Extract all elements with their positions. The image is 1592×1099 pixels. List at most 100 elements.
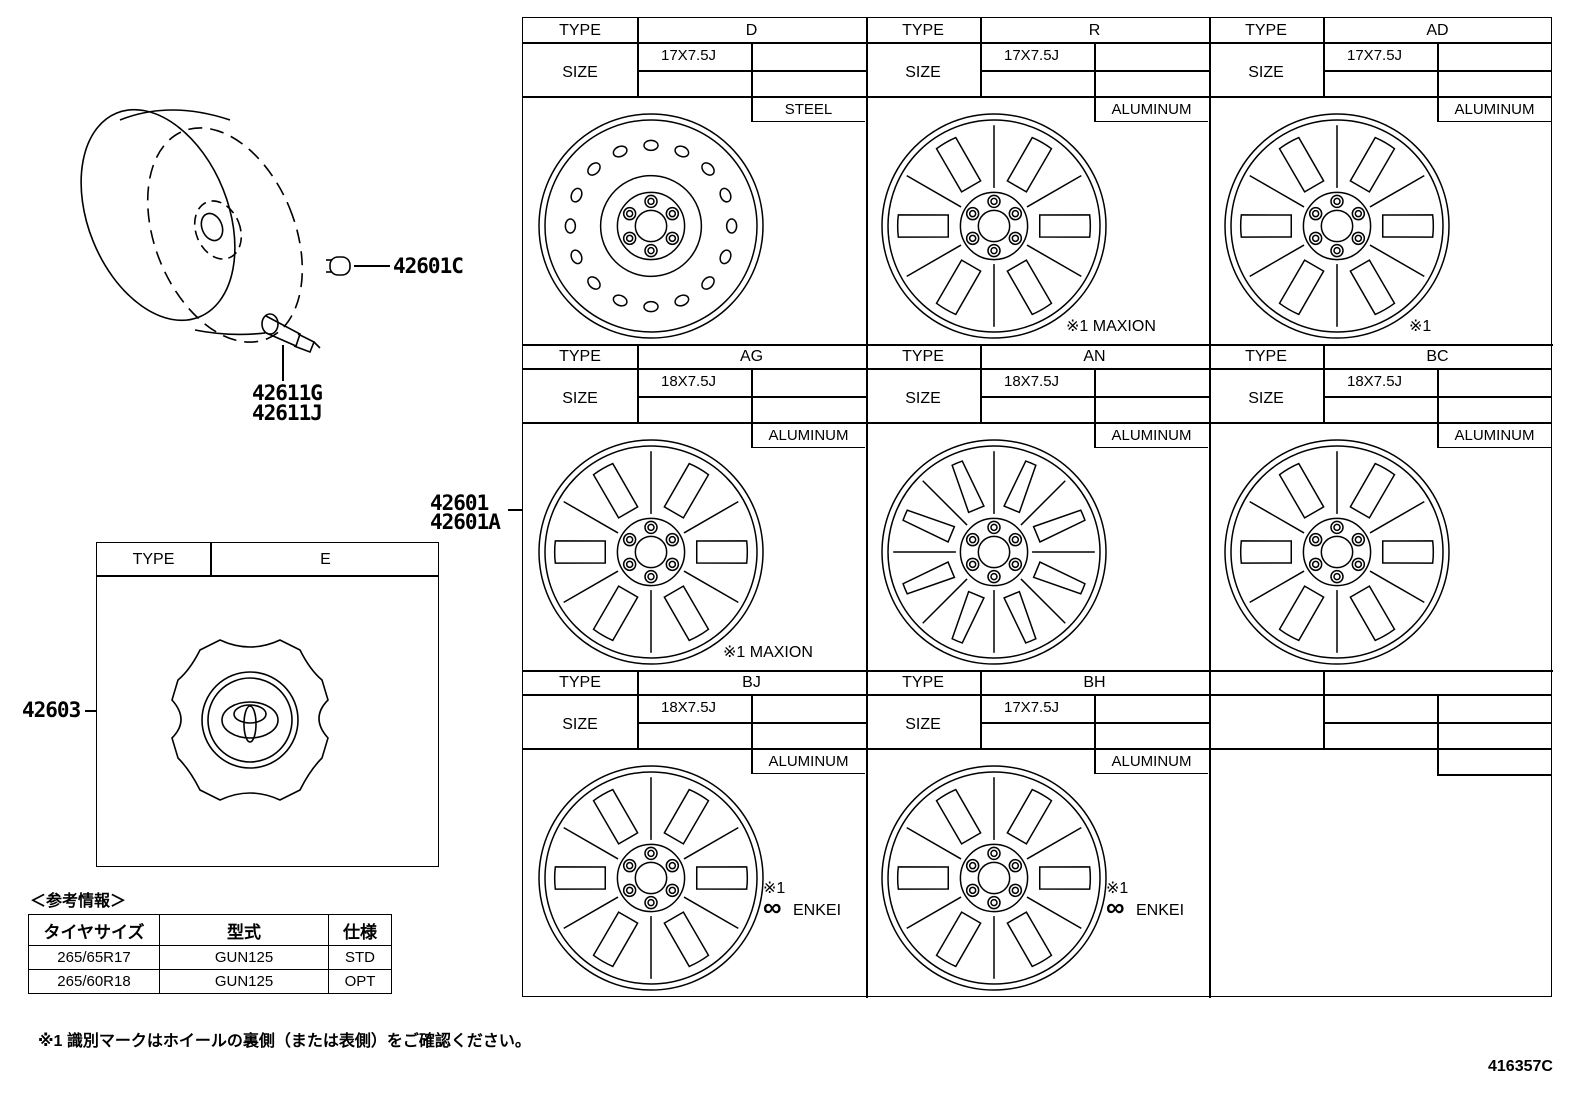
label-divider	[637, 18, 639, 96]
footnote: ※1 識別マークはホイールの裏側（または表側）をご確認ください。	[38, 1033, 531, 1050]
size-subdivider	[1094, 368, 1096, 448]
size-value: 18X7.5J	[661, 699, 717, 716]
material-label: ALUMINUM	[751, 424, 865, 448]
size-label: SIZE	[562, 64, 598, 81]
size-row-divider	[523, 422, 866, 424]
wheel-R-illustration	[881, 113, 1107, 339]
size-label: SIZE	[562, 390, 598, 407]
type-value: R	[1088, 22, 1101, 39]
type-label: TYPE	[559, 674, 601, 691]
valve-cap-icon	[326, 256, 351, 276]
part-number-valve-a: 42611G	[252, 381, 323, 405]
type-value: AD	[1426, 22, 1449, 39]
identification-mark: ※1	[1409, 318, 1432, 335]
wheel-AG-illustration	[538, 439, 764, 665]
part-number-center-cap: 42603	[22, 698, 81, 722]
type-label: TYPE	[559, 22, 601, 39]
label-divider	[637, 670, 639, 748]
cap-type-label: TYPE	[132, 551, 175, 568]
wheel-BC-illustration	[1224, 439, 1450, 665]
size-row-divider	[866, 748, 1209, 750]
label-divider	[1323, 18, 1325, 96]
part-number-wheel-b: 42601A	[430, 510, 501, 534]
ref-col-spec: 仕様	[328, 914, 392, 946]
type-value: BJ	[742, 674, 761, 691]
label-divider	[637, 344, 639, 422]
size-row-divider	[1209, 422, 1552, 424]
type-row-divider	[866, 368, 1209, 370]
type-value: BH	[1083, 674, 1106, 691]
row-divider	[523, 344, 1553, 346]
leader-line	[508, 509, 522, 511]
material-label: ALUMINUM	[1094, 98, 1208, 122]
size-row-divider	[866, 422, 1209, 424]
ref-col-model: 型式	[159, 914, 329, 946]
type-label: TYPE	[1245, 348, 1287, 365]
wheel-D-illustration	[538, 113, 764, 339]
size-value: 17X7.5J	[1004, 47, 1060, 64]
brand-mark: ENKEI∞	[763, 892, 842, 922]
label-divider	[1323, 670, 1325, 748]
leader-line	[282, 345, 284, 381]
type-label: TYPE	[559, 348, 601, 365]
wheel-AD-illustration	[1224, 113, 1450, 339]
size-subdivider	[1094, 42, 1096, 122]
size-row-divider	[523, 748, 866, 750]
material-label: STEEL	[751, 98, 865, 122]
center-cap-table: TYPE E	[96, 542, 439, 867]
size-row-divider	[523, 96, 866, 98]
size-subdivider	[1437, 368, 1439, 448]
size-subdivider	[751, 368, 753, 448]
size-label: SIZE	[905, 390, 941, 407]
identification-mark: ※1	[763, 880, 786, 897]
part-number-valve-b: 42611J	[252, 401, 323, 425]
size-subdivider	[751, 694, 753, 774]
ref-cell: GUN125	[159, 945, 329, 970]
wheel-BH-illustration	[881, 765, 1107, 991]
brand-mark: ENKEI∞	[1106, 892, 1185, 922]
size-label: SIZE	[1248, 64, 1284, 81]
type-value: AG	[739, 348, 764, 365]
material-label: ALUMINUM	[1094, 424, 1208, 448]
size-subdivider	[1094, 694, 1096, 774]
enkei-logo-icon: ∞	[763, 892, 782, 922]
enkei-logo-icon: ∞	[1106, 892, 1125, 922]
reference-table: タイヤサイズ 型式 仕様 265/65R17 GUN125 STD 265/60…	[28, 914, 392, 994]
size-value: 17X7.5J	[1004, 699, 1060, 716]
column-divider	[866, 18, 868, 998]
ref-cell: 265/60R18	[28, 969, 160, 994]
label-divider	[980, 670, 982, 748]
figure-id: 416357C	[1488, 1058, 1553, 1075]
type-label: TYPE	[902, 22, 944, 39]
type-label: TYPE	[902, 348, 944, 365]
part-number-wheel-a: 42601	[430, 491, 489, 515]
ref-cell: GUN125	[159, 969, 329, 994]
size-value: 17X7.5J	[1347, 47, 1403, 64]
tire-illustration	[80, 108, 304, 343]
size-label: SIZE	[905, 716, 941, 733]
size-row-divider	[866, 96, 1209, 98]
material-label: ALUMINUM	[1094, 750, 1208, 774]
type-row-divider	[1209, 694, 1552, 696]
wheel-BJ-illustration	[538, 765, 764, 991]
type-label: TYPE	[1245, 22, 1287, 39]
size-value: 18X7.5J	[1004, 373, 1060, 390]
ref-cell: STD	[328, 945, 392, 970]
size-subdivider	[1437, 694, 1439, 774]
cap-type-value: E	[320, 551, 331, 568]
ref-cell: OPT	[328, 969, 392, 994]
type-value: AN	[1083, 348, 1106, 365]
wheel-AN-illustration	[881, 439, 1107, 665]
type-row-divider	[1209, 368, 1552, 370]
leader-line	[85, 710, 97, 712]
size-label: SIZE	[1248, 390, 1284, 407]
size-subdivider	[1437, 42, 1439, 122]
type-row-divider	[1209, 42, 1552, 44]
size-row-divider	[1209, 96, 1552, 98]
size-value: 18X7.5J	[661, 373, 717, 390]
part-number-valve-cap: 42601C	[393, 254, 464, 278]
ref-col-tire: タイヤサイズ	[28, 914, 160, 946]
identification-mark: ※1 MAXION	[723, 644, 813, 661]
column-divider	[1209, 18, 1211, 998]
